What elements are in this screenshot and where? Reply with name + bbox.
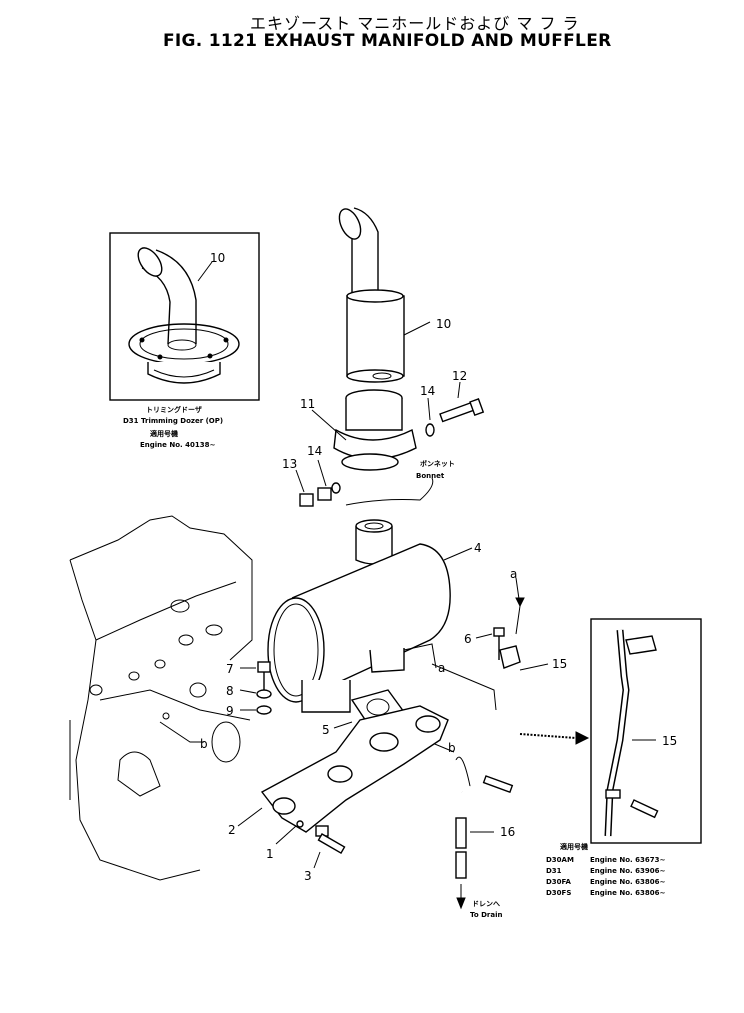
callout-1: 1	[266, 847, 274, 861]
applicability-row-engine: Engine No. 63906~	[590, 867, 665, 875]
hose-part-16	[455, 817, 494, 910]
callout-2: 2	[228, 823, 236, 837]
figure-title: FIG. 1121 EXHAUST MANIFOLD AND MUFFLER	[163, 31, 612, 51]
bonnet-label: Bonnet	[416, 472, 445, 480]
nuts-part-13	[295, 459, 341, 507]
engine-block-outline	[69, 515, 253, 881]
bolt-part-12	[439, 381, 485, 423]
callout-5: 5	[322, 723, 330, 737]
washer-part-8	[239, 689, 272, 699]
adapter-part-11	[311, 389, 417, 471]
applicability-row-engine: Engine No. 63806~	[590, 878, 665, 886]
callout-15-main: 15	[552, 657, 567, 671]
inset-left-model-jp: トリミングドーザ	[146, 405, 202, 414]
bolt-part-6	[475, 627, 505, 660]
gasket-part-9	[240, 705, 272, 715]
callout-10-inset: 10	[210, 251, 225, 265]
inset-left-model: D31 Trimming Dozer (OP)	[123, 417, 223, 425]
drain-label-jp: ドレンへ	[472, 900, 500, 908]
inset-right-serial-jp: 適用号機	[560, 842, 588, 851]
applicability-row-model: D31	[546, 867, 562, 875]
inset-left-serial-jp: 適用号機	[150, 429, 178, 438]
muffler-part-4	[267, 519, 473, 713]
exhaust-manifold-part-1	[260, 705, 449, 845]
title-japanese: エキゾースト マニホールドおよび マ フ ラ	[250, 14, 580, 33]
ref-b-left: b	[200, 737, 208, 751]
ref-a-mid: a	[438, 661, 445, 675]
ref-b-right: b	[448, 741, 456, 755]
callout-4: 4	[474, 541, 482, 555]
inset-left-serial: Engine No. 40138~	[140, 441, 215, 449]
callout-16: 16	[500, 825, 515, 839]
inset-right-drain-pipe	[604, 629, 659, 837]
inset-right-applicability-table: D30AM Engine No. 63673~ D31 Engine No. 6…	[546, 856, 665, 897]
inset-box-right	[590, 618, 702, 844]
callout-9: 9	[226, 704, 234, 718]
callout-13: 13	[282, 457, 297, 471]
callout-12: 12	[452, 369, 467, 383]
applicability-row-engine: Engine No. 63673~	[590, 856, 665, 864]
bolt-part-3	[313, 825, 346, 869]
callout-6: 6	[464, 632, 472, 646]
callout-15-inset: 15	[662, 734, 677, 748]
callout-11: 11	[300, 397, 315, 411]
gasket-part-2	[237, 807, 263, 827]
exhaust-pipe-part-10	[338, 207, 431, 383]
drain-pipe-part-15	[454, 635, 549, 793]
applicability-row-model: D30FS	[546, 889, 571, 897]
inset-left-exhaust-stack	[128, 247, 240, 384]
callout-3: 3	[304, 869, 312, 883]
inset-box-left	[109, 232, 260, 401]
callout-8: 8	[226, 684, 234, 698]
applicability-row-model: D30AM	[546, 856, 574, 864]
washer-part-14-upper	[425, 397, 435, 437]
ref-a-top: a	[510, 567, 517, 581]
applicability-row-model: D30FA	[546, 878, 572, 886]
arrow-to-inset	[519, 731, 590, 745]
callout-10-main: 10	[436, 317, 451, 331]
callout-7: 7	[226, 662, 234, 676]
callout-14-upper: 14	[420, 384, 435, 398]
callout-14-lower: 14	[307, 444, 322, 458]
drain-label: To Drain	[470, 911, 502, 919]
bonnet-label-jp: ボンネット	[420, 459, 455, 468]
pipe-bolt	[482, 775, 514, 794]
applicability-row-engine: Engine No. 63806~	[590, 889, 665, 897]
bolt-part-7	[240, 661, 271, 690]
